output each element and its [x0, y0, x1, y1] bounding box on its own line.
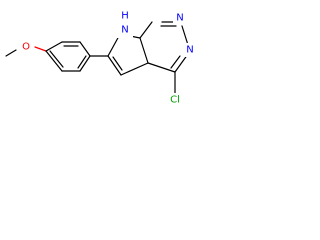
bonds: [5, 21, 189, 94]
bond-methyl-oxygen: [5, 49, 17, 57]
bond-pyrimidine-right-top: [181, 25, 189, 46]
bond-pyrimidine-double-bottom: [170, 55, 181, 69]
n-bottom-label-bg: [183, 43, 197, 57]
n-top-label-bg: [173, 11, 187, 25]
bond-phenyl-1: [45, 41, 63, 52]
nh-hydrogen-label: H: [121, 11, 129, 22]
chlorine-label: Cl: [170, 95, 180, 106]
atom-labels: O H N N N Cl: [19, 8, 197, 108]
bond-pyrrole-fusion: [139, 37, 149, 64]
pyrimidine-n-bottom-label: N: [186, 45, 193, 56]
bond-pyrrole-bottom: [120, 62, 149, 76]
nh-nitrogen-label: N: [121, 25, 128, 36]
bond-pyrimidine-bottom: [147, 62, 176, 73]
bond-phenyl-double-3: [49, 50, 64, 68]
bond-phenyl-6: [45, 50, 63, 72]
bond-phenyl-4: [79, 55, 91, 72]
bond-pyrrole-double: [112, 56, 123, 71]
nh-label-bg: [117, 8, 133, 38]
chemical-structure-diagram: O H N N N Cl: [5, 8, 197, 108]
bond-pyrrole-nh-left: [107, 35, 120, 57]
bond-pyrrole-left: [107, 55, 122, 76]
bond-phenyl-double-2: [77, 55, 87, 69]
oxygen-label-bg: [19, 40, 33, 54]
pyrimidine-n-top-label: N: [176, 13, 183, 24]
bond-pyrimidine-top: [139, 21, 153, 39]
oxygen-label: O: [22, 42, 30, 53]
chlorine-label-bg: [165, 93, 185, 108]
bond-phenyl-3: [79, 41, 91, 57]
bond-oxygen-aryl: [34, 46, 47, 52]
